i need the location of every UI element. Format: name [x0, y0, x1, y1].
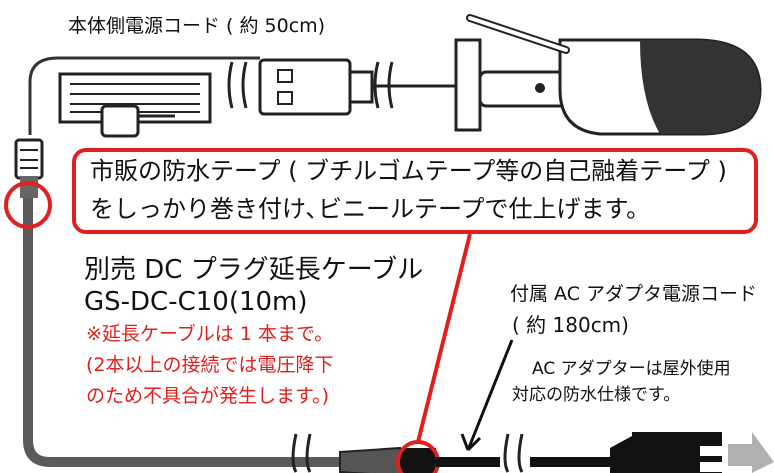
- adapter-cord-title: 付属 AC アダプタ電源コード: [510, 283, 758, 305]
- cable-break-bottom-1: [291, 433, 312, 473]
- adapter-note-line2: 対応の防水仕様です。: [512, 385, 681, 405]
- extension-note-line1: ※延長ケーブルは 1 本まで。: [86, 323, 334, 345]
- extension-cable-model: GS-DC-C10(10m): [84, 287, 308, 317]
- callout-text-line2: をしっかり巻き付け､ビニールテープで仕上げます。: [90, 195, 651, 223]
- callout-text-line1: 市販の防水テープ ( ブチルゴムテープ等の自己融着テープ ): [90, 157, 727, 185]
- lan-connector: [58, 72, 212, 138]
- camera-icon: [454, 38, 762, 136]
- cable-break-bottom-2: [503, 433, 524, 473]
- camera-power-cable: [28, 56, 260, 135]
- tape-point-left: [4, 181, 52, 229]
- antenna-icon: [466, 14, 570, 54]
- power-cord-label: 本体側電源コード ( 約 50cm): [68, 15, 326, 37]
- adapter-note-line1: AC アダプターは屋外使用: [532, 359, 731, 379]
- adapter-pointer: [466, 339, 514, 451]
- callout-pointer: [416, 233, 472, 443]
- extension-cable: [23, 175, 350, 467]
- adapter-cord-length: ( 約 180cm): [512, 313, 629, 337]
- arrow-right-icon: [728, 432, 774, 473]
- extension-note-line3: のため不具合が発生します。): [86, 385, 330, 407]
- cable-break-top-1: [227, 61, 248, 109]
- usb-plug-icon: [258, 58, 374, 116]
- extension-cable-title: 別売 DC プラグ延長ケーブル: [84, 255, 424, 285]
- dc-connector-left: [14, 138, 44, 198]
- dc-plug-icon: [339, 446, 436, 473]
- extension-note-line2: (2本以上の接続では電圧降下: [86, 354, 334, 376]
- ac-adapter-icon: [610, 432, 722, 473]
- waterproof-tape-callout: [72, 148, 758, 234]
